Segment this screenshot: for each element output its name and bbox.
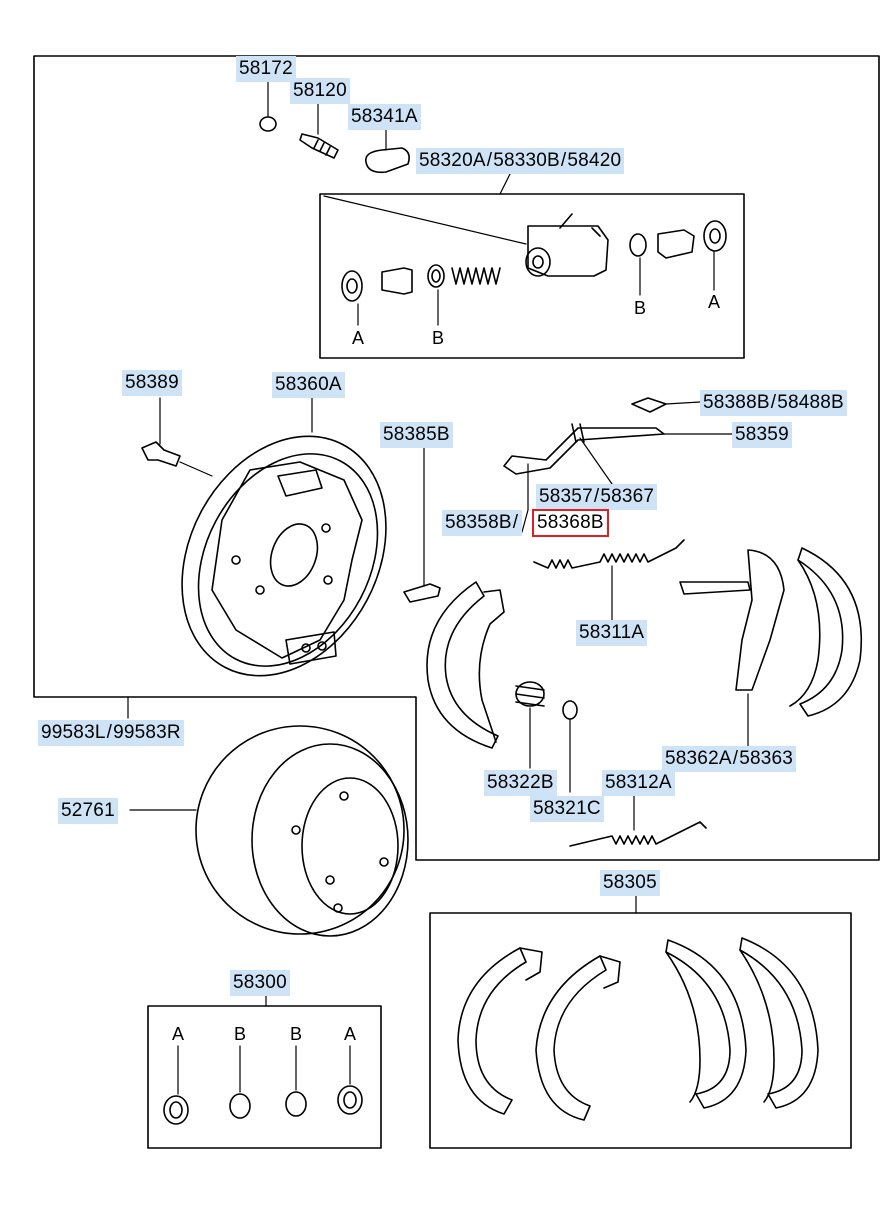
brake-shoe-left — [426, 581, 505, 749]
marker-kit-a-1: A — [172, 1024, 185, 1044]
repair-kit-parts — [163, 995, 363, 1125]
label-58357-58367[interactable]: 58357/58367 — [536, 484, 658, 510]
label-58305[interactable]: 58305 — [600, 870, 660, 896]
marker-kit-a-2: A — [344, 1024, 357, 1044]
bleeder-cap — [259, 116, 277, 132]
brake-shoe-right — [789, 547, 863, 717]
shoe-set-box — [429, 912, 852, 1149]
hold-down-spring — [515, 681, 545, 769]
label-58320A-58330B-58420[interactable]: 58320A/58330B/58420 — [416, 148, 625, 174]
cylinder-kit-box — [319, 193, 745, 359]
parking-lever — [679, 549, 785, 749]
backing-plate — [181, 435, 387, 677]
spring-cup — [562, 700, 578, 793]
marker-kit-b-1: B — [234, 1024, 247, 1044]
cylinder-parts-left — [341, 264, 501, 302]
label-58312A[interactable]: 58312A — [602, 770, 675, 796]
label-58362A-58363[interactable]: 58362A/58363 — [662, 746, 797, 772]
return-spring-lower — [569, 795, 707, 847]
dust-cap — [365, 147, 410, 174]
label-58322B[interactable]: 58322B — [484, 770, 557, 796]
label-58172[interactable]: 58172 — [236, 56, 296, 82]
repair-kit-box — [147, 1005, 382, 1149]
shoe-set-parts — [457, 895, 819, 1121]
label-58300[interactable]: 58300 — [230, 970, 290, 996]
wheel-cylinder — [323, 195, 609, 277]
label-58359[interactable]: 58359 — [732, 422, 792, 448]
label-58358B[interactable]: 58358B/ — [442, 510, 523, 536]
bleeder-screw — [299, 133, 339, 159]
marker-kit-b-2: B — [290, 1024, 303, 1044]
label-58368B-highlighted[interactable]: 58368B — [532, 509, 609, 537]
label-58321C[interactable]: 58321C — [530, 796, 604, 822]
label-99583L-99583R[interactable]: 99583L/99583R — [38, 720, 184, 746]
return-spring-upper — [533, 539, 685, 621]
label-58385B[interactable]: 58385B — [380, 422, 453, 448]
hold-down-pin — [403, 447, 441, 603]
label-58360A[interactable]: 58360A — [272, 372, 345, 398]
main-frame — [33, 55, 880, 861]
cylinder-parts-right — [629, 220, 727, 259]
marker-cyl-b-left: B — [432, 328, 445, 348]
brake-drum — [127, 696, 409, 937]
label-58389[interactable]: 58389 — [122, 370, 182, 396]
marker-cyl-a-left: A — [352, 328, 365, 348]
marker-cyl-a-right: A — [708, 292, 721, 312]
adjuster-assembly — [503, 397, 733, 533]
label-58311A[interactable]: 58311A — [576, 620, 648, 646]
label-58388B-58488B[interactable]: 58388B/58488B — [700, 390, 847, 416]
label-58120[interactable]: 58120 — [290, 78, 350, 104]
label-52761[interactable]: 52761 — [58, 798, 118, 824]
label-58341A[interactable]: 58341A — [348, 104, 421, 130]
mounting-bolt — [141, 441, 213, 477]
marker-cyl-b-right: B — [634, 298, 647, 318]
